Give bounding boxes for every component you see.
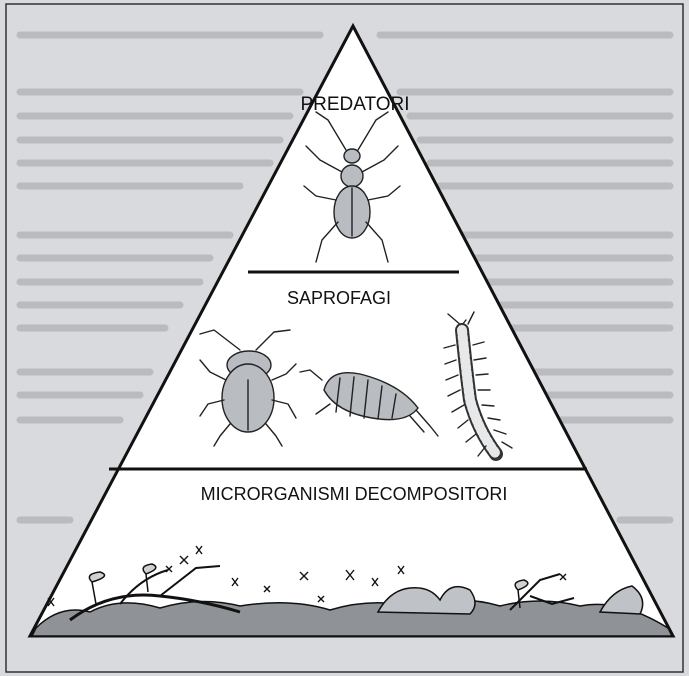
level-label-decompositori: MICRORGANISMI DECOMPOSITORI [201, 484, 508, 504]
level-label-saprofagi: SAPROFAGI [287, 288, 391, 308]
